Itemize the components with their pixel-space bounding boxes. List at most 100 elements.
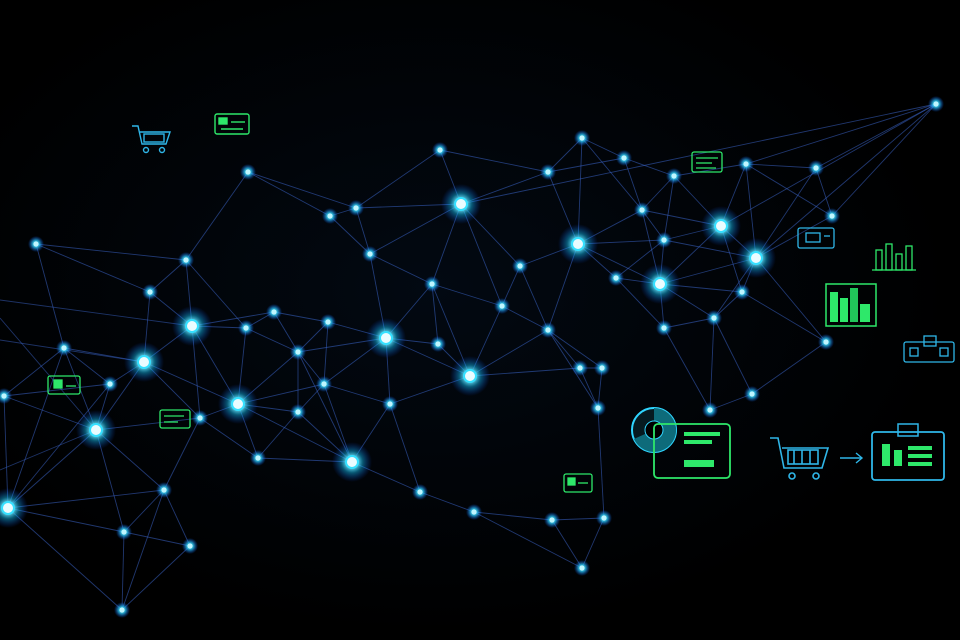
network-edge — [615, 239, 665, 279]
shopping-cart-icon — [132, 125, 171, 154]
network-edge — [149, 259, 187, 293]
network-node-core — [545, 327, 551, 333]
network-node-core — [549, 517, 555, 523]
network-node-core — [579, 565, 585, 571]
network-edge — [163, 489, 191, 547]
network-node-core — [749, 391, 755, 397]
network-edge — [431, 283, 503, 307]
network-edge — [7, 383, 111, 509]
network-edge — [431, 283, 439, 345]
network-edge — [831, 103, 937, 217]
network-node-core — [545, 169, 551, 175]
network-edge — [709, 317, 715, 411]
network-node-core — [599, 365, 605, 371]
network-edge — [547, 137, 583, 173]
network-edge — [623, 157, 643, 211]
network-edge — [0, 317, 97, 431]
network-node-core — [245, 169, 251, 175]
network-node-core — [743, 161, 749, 167]
network-edge — [123, 531, 191, 547]
network-edge — [473, 511, 583, 569]
network-node-core — [437, 147, 443, 153]
payment-card-icon — [214, 113, 250, 135]
network-node-core — [661, 325, 667, 331]
network-edge — [741, 291, 827, 343]
network-edge — [815, 103, 937, 169]
network-hub-core — [185, 319, 199, 333]
payment-card-icon — [47, 375, 81, 395]
network-edge — [581, 517, 605, 569]
network-edge — [389, 403, 421, 493]
network-node-core — [353, 205, 359, 211]
network-edge — [121, 489, 165, 611]
network-edge — [547, 329, 603, 369]
network-edge — [751, 341, 827, 395]
network-node-core — [639, 207, 645, 213]
network-node-core — [197, 415, 203, 421]
network-edge — [597, 407, 605, 519]
network-hub-core — [463, 369, 477, 383]
network-node-core — [161, 487, 167, 493]
network-edge — [815, 167, 833, 217]
network-edge — [615, 277, 665, 329]
network-node-core — [119, 607, 125, 613]
network-node-core — [579, 135, 585, 141]
network-hub-core — [653, 277, 667, 291]
dashboard-panel-icon — [159, 409, 191, 429]
network-edge — [355, 207, 371, 255]
network-node-core — [61, 345, 67, 351]
network-node-core — [823, 339, 829, 345]
network-edge — [35, 243, 187, 261]
network-edge — [257, 411, 299, 459]
network-node-core — [325, 319, 331, 325]
network-edge — [3, 347, 65, 397]
network-edge — [121, 531, 125, 611]
network-node-core — [295, 349, 301, 355]
network-node-core — [327, 213, 333, 219]
network-node-core — [711, 315, 717, 321]
network-hub-core — [454, 197, 468, 211]
network-edge — [581, 137, 643, 211]
shopping-cart-icon — [770, 437, 830, 480]
network-edge — [185, 259, 247, 329]
network-node-core — [613, 275, 619, 281]
network-node-core — [429, 281, 435, 287]
network-node-core — [499, 303, 505, 309]
network-nodes — [0, 96, 944, 618]
network-edge — [121, 545, 191, 611]
network-node-core — [387, 401, 393, 407]
network-edge — [0, 299, 193, 327]
network-node-core — [739, 289, 745, 295]
network-edge — [551, 517, 605, 521]
payment-card-icon — [563, 473, 593, 493]
network-edge — [473, 511, 553, 521]
network-edge — [123, 489, 165, 533]
network-node-core — [255, 455, 261, 461]
network-node-core — [435, 341, 441, 347]
network-node-core — [107, 381, 113, 387]
network-node-core — [933, 101, 939, 107]
network-edge — [323, 383, 391, 405]
network-edge — [547, 157, 625, 173]
dashboard-panel-icon — [653, 423, 731, 479]
network-edge — [237, 403, 353, 463]
network-hub-core — [1, 501, 15, 515]
network-edge — [323, 321, 329, 385]
network-edge — [247, 171, 357, 209]
network-node-core — [577, 365, 583, 371]
network-node-core — [517, 263, 523, 269]
network-hub-core — [749, 251, 763, 265]
network-edge — [297, 351, 353, 463]
network-edge — [247, 171, 331, 217]
network-edge — [35, 243, 151, 293]
network-edge — [7, 347, 65, 509]
network-edge — [439, 149, 549, 173]
network-node-core — [813, 165, 819, 171]
network-edge — [7, 489, 165, 509]
bar-chart-icon — [825, 283, 877, 327]
bar-chart-icon — [872, 243, 916, 271]
network-node-core — [295, 409, 301, 415]
storefront-icon — [903, 335, 955, 363]
network-node-core — [621, 155, 627, 161]
